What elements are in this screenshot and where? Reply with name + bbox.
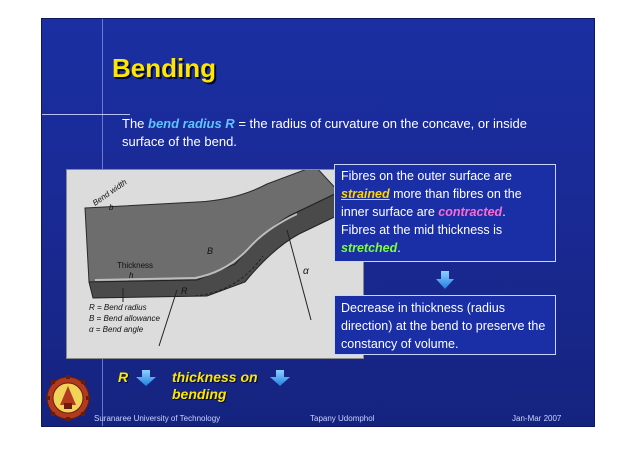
footer-author: Tapany Udomphol [310,414,375,423]
legend-line-3: α = Bend angle [89,325,144,334]
box1-text-e: . [397,241,401,255]
angle-line [286,229,312,321]
slide-title: Bending [112,53,216,83]
intro-term: bend radius R [148,116,235,131]
intro-rest: = the radius of curvature on the concave… [122,116,528,149]
intro-text: The bend radius R = the radius of curvat… [122,115,562,151]
contracted-word: contracted [438,205,503,219]
footer-date: Jan-Mar 2007 [512,414,562,423]
stretched-word: stretched [341,241,398,255]
down-arrow-icon [436,271,454,294]
r-label: R [118,369,129,385]
thickness-textbox: Decrease in thickness (radius direction)… [334,295,556,355]
box1-text-a: Fibres on the outer surface are [341,169,512,183]
fibres-textbox: Fibres on the outer surface are strained… [334,164,556,262]
box1-text-d: Fibres at the mid thickness is [341,223,503,237]
label-thickness: Thickness [117,261,153,270]
label-B: B [207,246,213,256]
down-arrow-icon [270,370,290,389]
bend-diagram: Bend width b Thickness h R B α R = Bend … [66,169,364,359]
university-seal-logo [46,375,90,426]
label-b: b [109,203,114,212]
label-alpha: α [303,266,309,277]
intro-prefix: The [122,116,149,131]
footer-institution: Suranaree University of Technology [94,414,221,423]
label-h: h [129,271,134,280]
label-R: R [181,286,188,296]
box1-text-b: more than fibres on the inner surface ar… [341,187,522,219]
down-arrow-icon [136,370,156,389]
legend-line-1: R = Bend radius [89,303,147,312]
strained-word: strained [341,187,390,201]
bend-diagram-svg: Bend width b Thickness h R B α R = Bend … [84,170,350,347]
slide: Bending The bend radius R = the radius o… [42,19,594,426]
box1-text-c: . [502,205,506,219]
thickness-label: thickness on bending [172,369,258,402]
radius-line [158,289,178,347]
bend-inner-edge [94,213,298,281]
decor-horizontal-line [42,114,130,115]
legend-line-2: B = Bend allowance [89,314,160,323]
bend-allowance-arc [194,255,264,297]
